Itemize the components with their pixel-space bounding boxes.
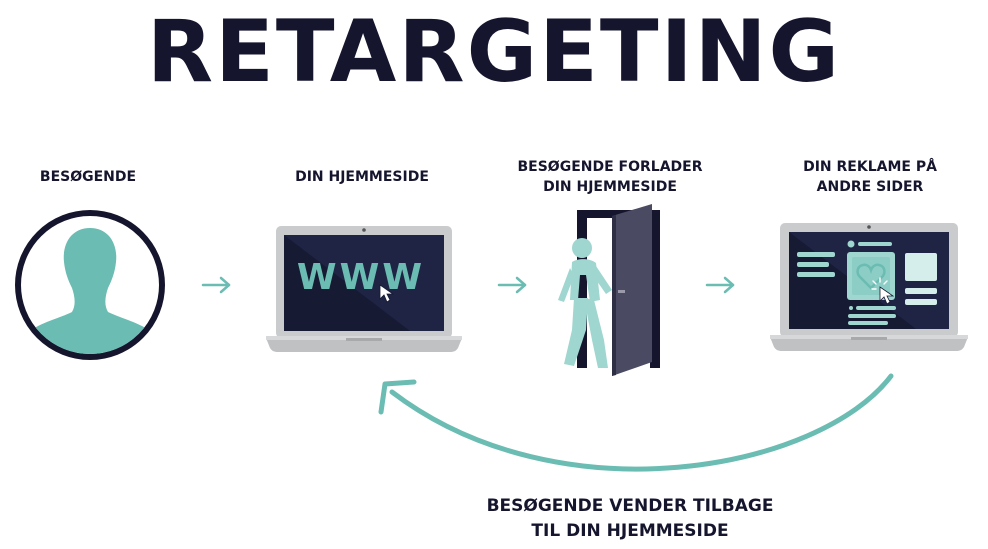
return-label-line1: BESØGENDE VENDER TILBAGE xyxy=(486,496,774,516)
step-label-ad-other-sites: DIN REKLAME PÅ ANDRE SIDER xyxy=(803,159,937,195)
cursor-icon xyxy=(379,284,395,303)
return-label: BESØGENDE VENDER TILBAGE TIL DIN HJEMMES… xyxy=(430,494,830,544)
laptop-screen-www: WWW xyxy=(297,257,425,298)
ad-content xyxy=(797,240,937,325)
arrow-right-icon xyxy=(705,276,735,294)
curved-arrow-icon xyxy=(378,373,894,472)
laptop-icon xyxy=(266,226,462,352)
person-silhouette-icon xyxy=(15,210,165,360)
diagram-title: RETARGETING xyxy=(146,2,842,102)
door-icon xyxy=(577,204,660,376)
step-label-visitor: BESØGENDE xyxy=(39,169,137,185)
heart-icon xyxy=(856,263,886,290)
arrow-right-icon xyxy=(497,276,527,294)
return-label-line2: TIL DIN HJEMMESIDE xyxy=(531,521,729,541)
step-label-website: DIN HJEMMESIDE xyxy=(295,169,429,185)
arrow-right-icon xyxy=(201,276,231,294)
cursor-icon xyxy=(879,286,895,305)
walking-person-icon xyxy=(558,238,612,368)
step-label-visitor-leaves: BESØGENDE FORLADER DIN HJEMMESIDE xyxy=(517,159,703,195)
